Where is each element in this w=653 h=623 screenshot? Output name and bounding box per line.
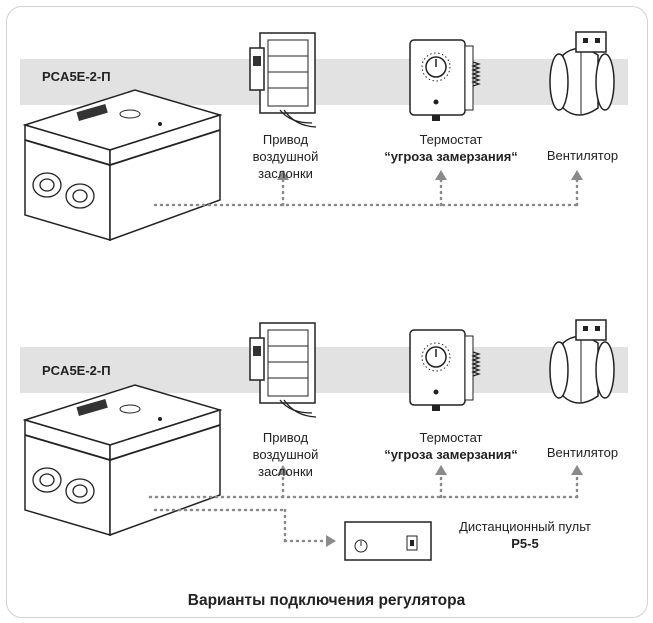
variant-2-band xyxy=(20,347,628,393)
remote-panel-label: Дистанционный пульт P5-5 xyxy=(430,518,620,552)
device-label-thermostat-1: Термостат “угроза замерзания“ xyxy=(376,131,526,165)
arrowheads-2 xyxy=(277,465,583,547)
remote-model: P5-5 xyxy=(511,536,539,551)
damper-title: Привод xyxy=(262,132,309,147)
device-label-damper-1: Привод воздушной заслонки xyxy=(228,131,343,182)
arrowheads-1 xyxy=(277,170,583,180)
damper-subtitle: воздушной заслонки xyxy=(252,149,319,181)
damper-title: Привод xyxy=(262,430,309,445)
controller-box-icon-1 xyxy=(24,89,221,241)
fan-title: Вентилятор xyxy=(546,445,619,460)
duct-fan-icon-1 xyxy=(549,31,615,116)
frost-thermostat-icon-1 xyxy=(409,39,480,122)
controller-model-label-2: PCA5E-2-П xyxy=(42,363,111,378)
damper-actuator-icon-1 xyxy=(249,32,317,128)
diagram-caption: Варианты подключения регулятора xyxy=(187,592,466,609)
controller-model-label-1: PCA5E-2-П xyxy=(42,69,111,84)
damper-subtitle: воздушной заслонки xyxy=(252,447,319,479)
thermostat-subtitle: “угроза замерзания“ xyxy=(384,149,518,164)
device-label-fan-2: Вентилятор xyxy=(535,444,630,461)
thermostat-subtitle: “угроза замерзания“ xyxy=(384,447,518,462)
connection-lines-1 xyxy=(153,178,579,207)
fan-title: Вентилятор xyxy=(546,148,619,163)
device-label-thermostat-2: Термостат “угроза замерзания“ xyxy=(376,429,526,463)
damper-actuator-icon-2 xyxy=(249,322,317,418)
controller-box-icon-2 xyxy=(24,384,221,536)
connection-lines-2 xyxy=(148,473,579,543)
thermostat-title: Термостат xyxy=(419,430,483,445)
remote-panel-icon xyxy=(344,521,432,561)
remote-title: Дистанционный пульт xyxy=(459,519,591,534)
duct-fan-icon-2 xyxy=(549,319,615,404)
thermostat-title: Термостат xyxy=(419,132,483,147)
frost-thermostat-icon-2 xyxy=(409,329,480,412)
device-label-damper-2: Привод воздушной заслонки xyxy=(228,429,343,480)
device-label-fan-1: Вентилятор xyxy=(535,147,630,164)
